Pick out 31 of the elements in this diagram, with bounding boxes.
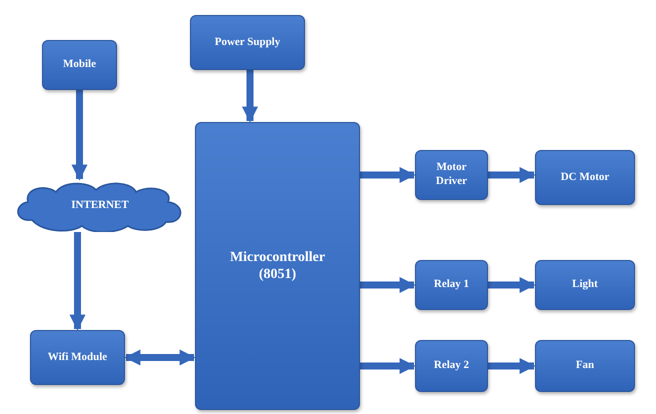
process-box bbox=[415, 150, 488, 200]
process-box bbox=[535, 260, 635, 310]
node-label: DC Motor bbox=[560, 170, 610, 184]
arrow bbox=[488, 167, 536, 183]
arrow bbox=[488, 277, 536, 293]
arrow bbox=[70, 232, 86, 331]
process-box bbox=[195, 122, 360, 410]
node-label: Microcontroller (8051) bbox=[228, 248, 326, 284]
node-label: Mobile bbox=[63, 58, 96, 72]
node-label: INTERNET bbox=[71, 199, 129, 213]
node-label: Motor Driver bbox=[434, 161, 468, 189]
process-box bbox=[535, 150, 635, 205]
process-box bbox=[190, 15, 305, 70]
process-box bbox=[415, 340, 488, 392]
node-label: Relay 1 bbox=[434, 278, 470, 292]
arrow bbox=[360, 358, 416, 374]
node-label: Wifi Module bbox=[48, 350, 108, 364]
process-box bbox=[535, 340, 635, 392]
arrow bbox=[124, 350, 196, 366]
arrow bbox=[72, 90, 88, 181]
node-label: Power Supply bbox=[214, 36, 280, 50]
arrow bbox=[360, 167, 416, 183]
process-box bbox=[42, 40, 117, 90]
arrow bbox=[242, 70, 258, 123]
arrow bbox=[488, 358, 536, 374]
node-label: Relay 2 bbox=[434, 359, 470, 373]
arrow bbox=[360, 277, 416, 293]
node-label: Light bbox=[572, 278, 598, 292]
process-box bbox=[30, 330, 125, 385]
process-box bbox=[415, 260, 488, 310]
node-label: Fan bbox=[576, 359, 594, 373]
